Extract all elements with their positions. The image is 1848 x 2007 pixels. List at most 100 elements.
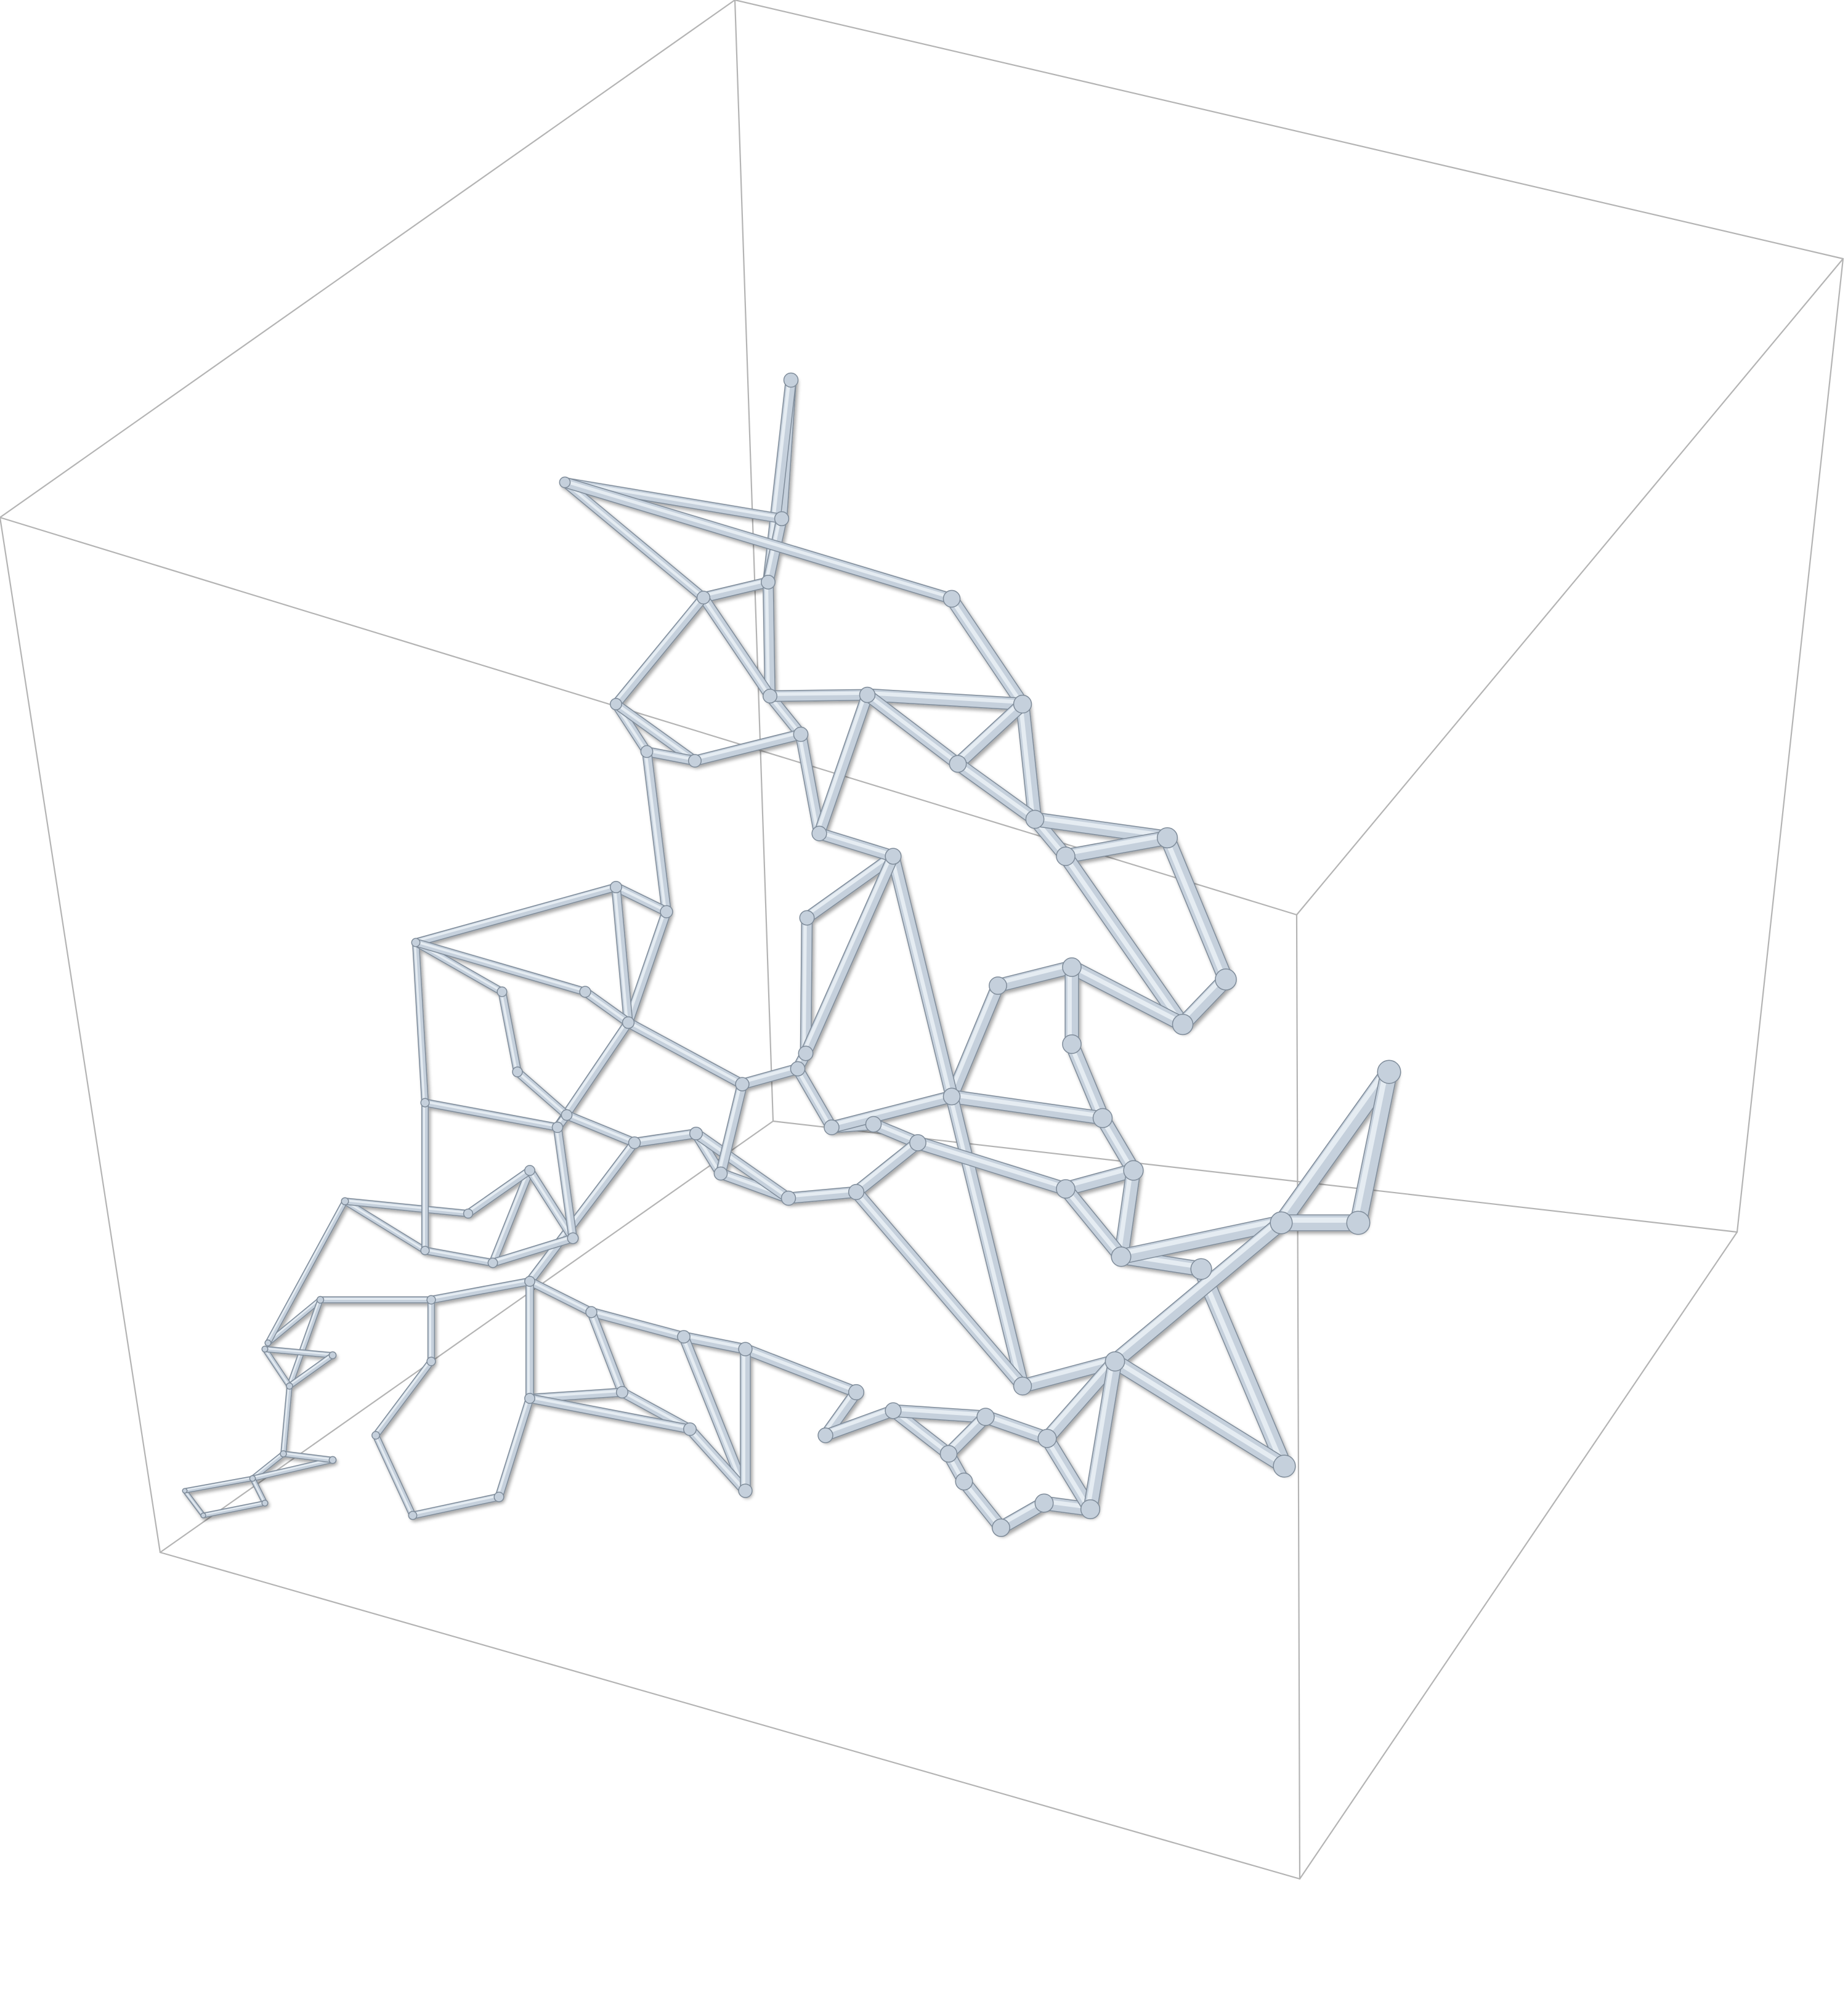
graph-node bbox=[824, 1119, 840, 1135]
graph-edge bbox=[200, 1500, 268, 1518]
graph-edge bbox=[372, 1432, 416, 1519]
graph-edge bbox=[611, 882, 671, 917]
graph-edge-highlight bbox=[423, 1248, 493, 1263]
graph-edge-body bbox=[1016, 1355, 1122, 1393]
bounding-box-edge bbox=[1299, 1231, 1738, 1880]
graph-edge bbox=[763, 577, 776, 702]
graph-edge bbox=[488, 1166, 534, 1267]
graph-node bbox=[1111, 1246, 1132, 1267]
graph-edge-body bbox=[992, 961, 1078, 992]
graph-edge-highlight bbox=[631, 1130, 696, 1143]
graph-node bbox=[885, 1402, 902, 1419]
graph-edge-highlight bbox=[413, 940, 585, 992]
graph-node bbox=[942, 1087, 961, 1106]
graph-node bbox=[774, 511, 790, 527]
graph-edge bbox=[513, 1067, 572, 1120]
graph-edge-body bbox=[265, 1297, 323, 1345]
graph-edge-highlight bbox=[423, 1100, 557, 1127]
graph-edge bbox=[182, 1475, 256, 1494]
graph-edge-body bbox=[1059, 1164, 1140, 1196]
graph-edge bbox=[945, 592, 1029, 711]
graph-edge bbox=[1193, 1260, 1293, 1475]
graph-edge bbox=[1058, 830, 1175, 864]
graph-edge bbox=[813, 689, 873, 840]
graph-edge-highlight bbox=[803, 853, 893, 918]
graph-edge bbox=[286, 1296, 324, 1390]
graph-edge-body bbox=[526, 1139, 638, 1285]
graph-node bbox=[559, 476, 571, 489]
graph-node bbox=[609, 880, 623, 894]
graph-edge bbox=[849, 1185, 1029, 1393]
graph-edge-highlight bbox=[644, 748, 667, 912]
graph-node bbox=[524, 1393, 535, 1404]
graph-node bbox=[780, 1190, 796, 1206]
graph-edge bbox=[610, 592, 709, 710]
graph-edge-body bbox=[428, 1278, 533, 1304]
bounding-box-edge bbox=[1295, 914, 1301, 1880]
graph-node bbox=[1273, 1454, 1296, 1478]
graph-edge-body bbox=[1059, 831, 1174, 863]
graph-edge bbox=[951, 757, 1042, 826]
graph-edge bbox=[678, 1331, 751, 1496]
graph-edge bbox=[341, 1198, 472, 1217]
graph-edge-highlight bbox=[527, 1389, 622, 1398]
graph-node bbox=[738, 1342, 753, 1356]
graph-edge-body bbox=[801, 913, 812, 1058]
graph-edge bbox=[689, 729, 806, 766]
graph-node bbox=[687, 753, 702, 768]
graph-edge bbox=[886, 1404, 992, 1424]
graph-edge bbox=[495, 1394, 534, 1501]
graph-edge-highlight bbox=[686, 1425, 745, 1491]
graph-edge-highlight bbox=[1116, 1166, 1133, 1257]
graph-edge-highlight bbox=[863, 691, 958, 764]
graph-node bbox=[1377, 1060, 1401, 1084]
graph-edge-highlight bbox=[1116, 1218, 1281, 1257]
graph-node bbox=[640, 745, 654, 758]
graph-node bbox=[1056, 846, 1076, 866]
graph-edge bbox=[764, 689, 873, 702]
graph-edge bbox=[286, 1352, 336, 1390]
graph-node bbox=[463, 1208, 474, 1219]
graph-edge-highlight bbox=[739, 1065, 798, 1084]
graph-edge-highlight bbox=[852, 1138, 918, 1192]
graph-node bbox=[885, 848, 902, 865]
graph-edge-highlight bbox=[1276, 1066, 1389, 1223]
graph-edge-highlight bbox=[700, 594, 770, 696]
graph-edge-highlight bbox=[515, 1069, 567, 1115]
graph-edge bbox=[262, 1346, 293, 1389]
graph-edge bbox=[562, 1110, 639, 1148]
graph-edge bbox=[1273, 1063, 1398, 1231]
graph-node bbox=[992, 1518, 1010, 1537]
graph-edge bbox=[698, 577, 774, 603]
graph-edge-body bbox=[624, 907, 671, 1027]
graph-node bbox=[939, 1445, 958, 1463]
graph-edge bbox=[1064, 960, 1079, 1052]
graph-edge-highlight bbox=[1085, 1356, 1115, 1509]
graph-edge bbox=[1058, 848, 1191, 1032]
graph-edge bbox=[800, 850, 899, 1060]
graph-edge bbox=[991, 960, 1079, 993]
graph-node bbox=[371, 1431, 380, 1440]
graph-edge bbox=[1113, 1162, 1141, 1265]
graph-edge bbox=[792, 1063, 838, 1133]
graph-edge-highlight bbox=[692, 1130, 788, 1198]
graph-edge-highlight bbox=[944, 1413, 986, 1454]
graph-node bbox=[628, 1136, 641, 1149]
graph-edge-body bbox=[784, 1187, 861, 1203]
graph-node bbox=[942, 590, 961, 608]
graph-edge-highlight bbox=[527, 1168, 573, 1238]
graph-edge bbox=[1058, 1182, 1129, 1264]
graph-edge bbox=[280, 1383, 293, 1457]
graph-edge bbox=[421, 1098, 562, 1132]
graph-node bbox=[280, 1450, 287, 1458]
graph-edge-highlight bbox=[251, 1458, 333, 1478]
graph-edge-highlight bbox=[466, 1168, 530, 1214]
graph-edge bbox=[1064, 959, 1191, 1032]
graph-edge-highlight bbox=[410, 1494, 499, 1515]
graph-node bbox=[328, 1456, 337, 1464]
graph-edge bbox=[265, 1297, 323, 1346]
graph-node bbox=[328, 1351, 337, 1360]
graph-edge bbox=[421, 1098, 429, 1255]
graph-node bbox=[799, 910, 815, 926]
graph-nodes bbox=[182, 372, 1401, 1537]
